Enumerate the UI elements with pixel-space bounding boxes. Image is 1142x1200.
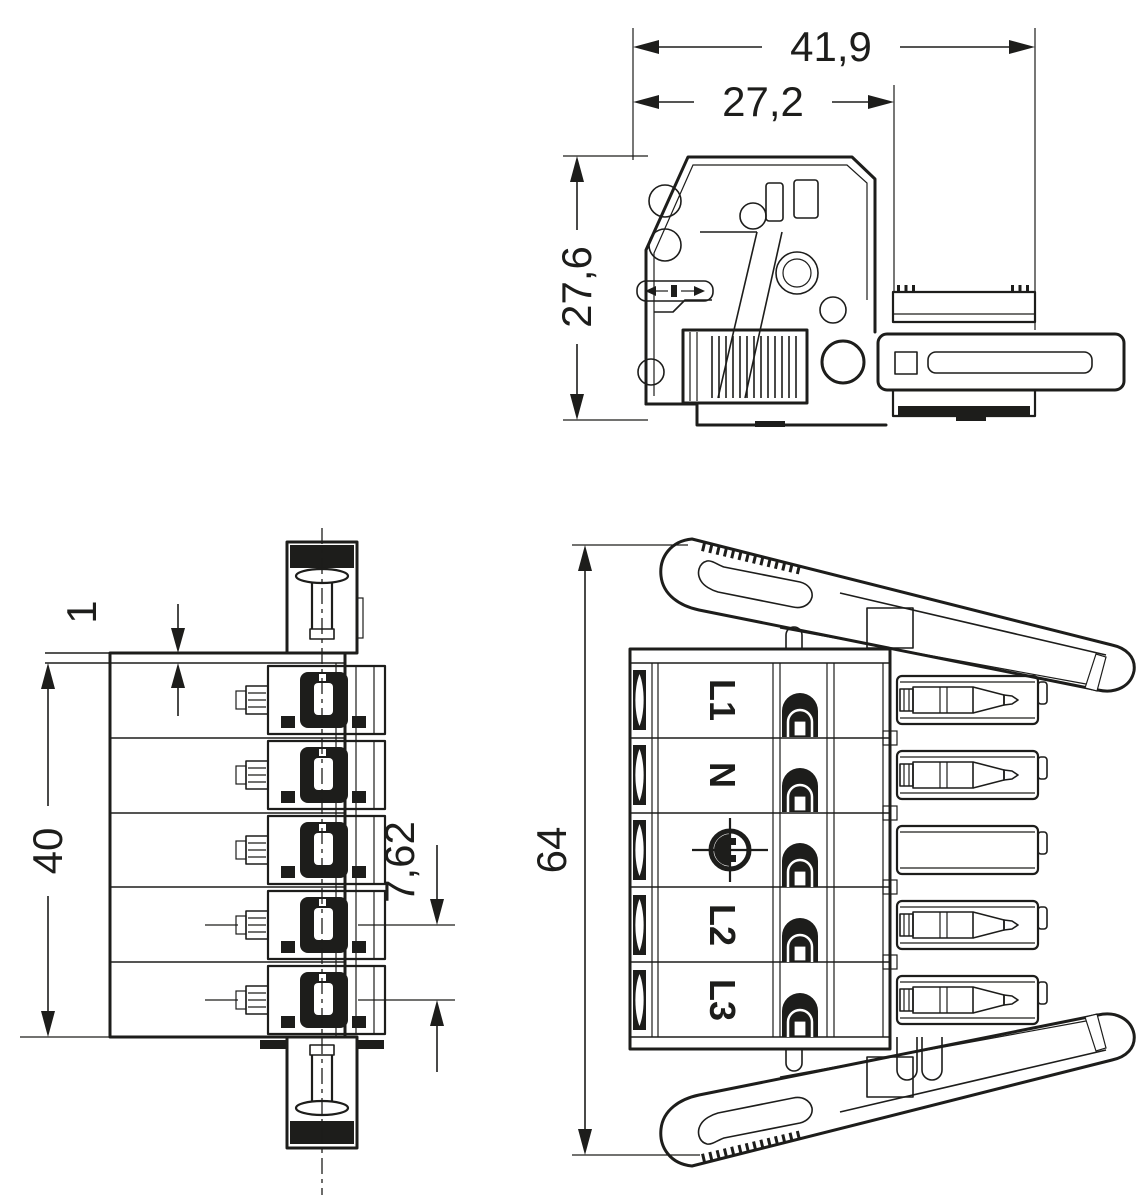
dimension-pole-pitch: 7,62 [358, 821, 455, 1072]
top-side-view: 41,9 27,2 27,6 [553, 23, 1126, 427]
dimension-total-height: 64 [528, 544, 700, 1156]
screw-terminal-top [285, 540, 364, 655]
pole-label-l1: L1 [702, 679, 743, 721]
plan-view: 1 40 7,62 [20, 528, 455, 1195]
pole-label-n: N [702, 762, 743, 788]
dim-total-height-label: 64 [528, 827, 575, 874]
dimension-front-edge: 1 [58, 600, 185, 716]
front-view: L1 N L2 L3 64 [528, 539, 1134, 1166]
latch-arm [820, 332, 1126, 392]
dimension-housing-height: 27,6 [553, 155, 648, 421]
dim-overall-width-label: 41,9 [790, 23, 872, 70]
dimension-body-height: 40 [20, 663, 110, 1038]
dim-pole-pitch-label: 7,62 [376, 821, 423, 903]
coding-slot [636, 280, 714, 302]
dimension-housing-width: 27,2 [633, 78, 895, 292]
dim-housing-width-label: 27,2 [722, 78, 804, 125]
pole-label-l3: L3 [702, 979, 743, 1021]
dim-housing-height-label: 27,6 [553, 246, 600, 328]
dimension-overall-width: 41,9 [632, 23, 1036, 330]
pole-label-l2: L2 [702, 904, 743, 946]
dim-body-height-label: 40 [24, 828, 71, 875]
locking-slider [681, 328, 809, 405]
dim-front-edge-label: 1 [58, 600, 105, 623]
mounting-lever-top [661, 539, 1134, 691]
protective-earth-icon [692, 818, 768, 882]
